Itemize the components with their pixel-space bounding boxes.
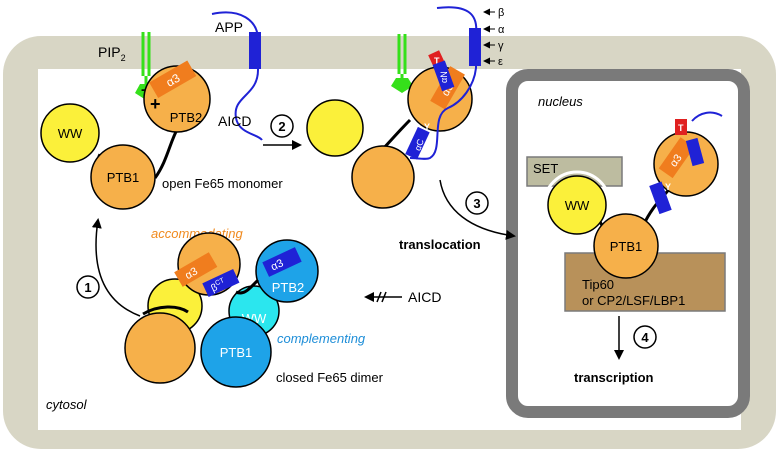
svg-text:T: T [678,123,684,133]
cytosol-label: cytosol [46,397,88,412]
ptb2-label-open: PTB2 [170,110,203,125]
cut-epsilon: ε [498,56,503,68]
translocation-arrow [439,179,516,240]
app-tail [211,11,263,141]
transcription-label: transcription [574,370,654,385]
open-monomer-label: open Fe65 monomer [162,176,283,191]
aicd-nuclear-tail [691,111,723,122]
ww-label-open: WW [58,126,83,141]
ptb1-domain-open [90,144,156,210]
svg-text:4: 4 [641,330,649,345]
pip2-label: PIP2 [98,44,126,63]
step-1-badge [76,275,100,299]
plus-sign: + [150,94,161,114]
step-3-badge [465,191,489,215]
ptb1-label-open: PTB1 [107,170,140,185]
svg-text:3: 3 [473,196,480,211]
y-residue-nuclear: Y [665,182,671,192]
alpha3-helix-acc [174,252,218,287]
ptb2-label-comp: PTB2 [272,280,305,295]
complementing-label: complementing [277,331,366,346]
ww-label-nuclear: WW [565,198,590,213]
ptb1-label-nuclear: PTB1 [610,239,643,254]
ptb1-domain-nuclear [593,213,659,279]
tip60-label-line2: or CP2/LSF/LBP1 [582,293,685,308]
alpha-c-helix-nuclear [649,181,672,215]
svg-text:α3: α3 [668,152,685,169]
translocation-label: translocation [399,237,481,252]
step-1-arrow [91,218,141,317]
alpha3-label-open: α3 [164,71,183,90]
alpha3-helix-nuclear [658,137,695,179]
alpha3-helix-comp [262,247,302,277]
alpha3-helix-open [149,60,197,99]
svg-text:1: 1 [84,280,91,295]
svg-text:αC: αC [412,137,426,152]
set-label: SET [533,161,558,176]
t-residue-nuclear [675,119,687,135]
svg-text:2: 2 [278,119,285,134]
aicd-bottom-label: AICD [408,289,441,305]
ptb2-domain-comp [255,239,319,303]
svg-text:αN: αN [439,71,449,83]
app-tail-bound [409,6,478,160]
cut-gamma: γ [498,40,504,52]
ww-domain-open [40,103,100,163]
cut-beta: β [498,7,504,19]
alpha-n-helix [432,60,455,92]
app-tm-helix-bound [469,28,481,66]
app-tm-helix [249,32,261,69]
ww-domain-nuclear [547,175,607,235]
tip60-label-line1: Tip60 [582,277,614,292]
svg-text:α3: α3 [183,265,200,282]
app-label: APP [215,19,243,35]
svg-text:βCT: βCT [209,277,228,295]
y-residue-bound: Y [424,122,430,132]
aicd-label: AICD [218,113,251,129]
ptb1-domain-comp [200,316,272,388]
alpha-c-helix [405,126,430,160]
pip2-headgroup-bound [391,78,413,93]
svg-text:T: T [434,56,440,66]
alpha-n-helix-nuclear [685,137,705,167]
ww-domain-bound [306,99,364,157]
closed-dimer-label: closed Fe65 dimer [276,370,384,385]
ptb1-domain-bound [351,145,415,209]
ptb1-label-comp: PTB1 [220,345,253,360]
ptb1-domain-acc [124,312,196,384]
step-4-badge [633,325,657,349]
svg-text:α3: α3 [269,257,285,273]
step-2-badge [270,114,294,138]
nucleus-label: nucleus [538,94,583,109]
beta-ct-strand [202,268,240,297]
cut-alpha: α [498,24,505,36]
